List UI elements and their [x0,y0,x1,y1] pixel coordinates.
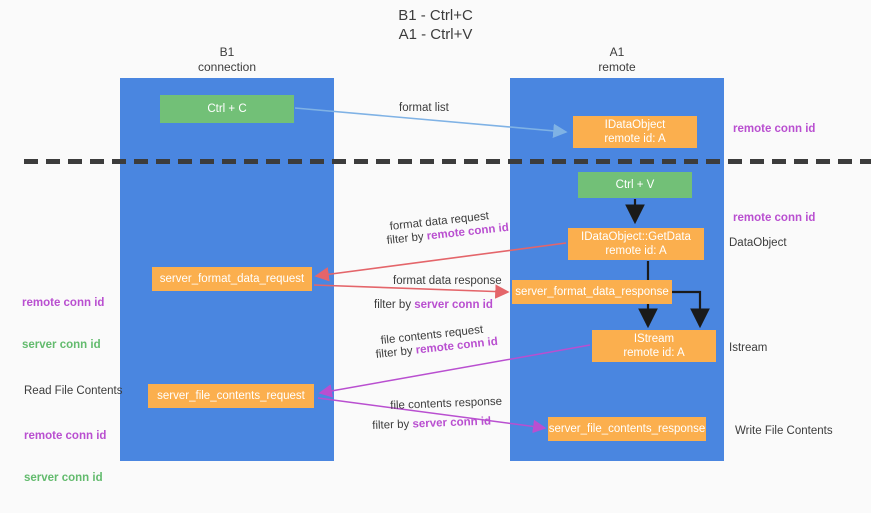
edge-label-format-data-response-filter: filter by server conn id [374,298,493,313]
node-idataobject-getdata[interactable]: IDataObject::GetData remote id: A [568,228,704,260]
filter-prefix: filter by [386,230,428,247]
node-getdata-label: IDataObject::GetData [581,231,691,243]
label-right-istream: Istream [729,342,768,354]
node-getdata-remote-id: remote id: A [605,245,667,257]
lane-header-a1: A1 remote [598,45,636,74]
node-idataobject-remote-id: remote id: A [604,133,666,145]
edge-response-to-istream [672,290,710,329]
node-ctrl-v-label: Ctrl + V [615,179,655,191]
node-idataobject[interactable]: IDataObject remote id: A [573,116,697,148]
node-server-format-data-response-label: server_format_data_response [515,286,669,298]
label-left-server-conn-id-2: server conn id [24,472,103,484]
node-server-file-contents-response[interactable]: server_file_contents_response [548,417,706,441]
node-server-format-data-request-label: server_format_data_request [159,273,305,285]
label-left-read-file-contents: Read File Contents [24,385,123,397]
lane-header-b1: B1 connection [197,45,257,74]
edge-label-format-data-response: format data response [393,275,502,287]
label-right-write-file-contents: Write File Contents [735,425,833,437]
filter-key-server-conn-id: server conn id [412,415,492,431]
title-line-1: B1 - Ctrl+C [398,7,473,24]
filter-prefix: filter by [372,418,413,432]
label-left-conn-ids-bottom: remote conn id server conn id [24,401,106,513]
edge-file-contents-request [318,344,591,398]
label-left-conn-ids-top: remote conn id server conn id [22,268,104,380]
filter-prefix: filter by [375,344,417,361]
filter-prefix: filter by [374,299,415,311]
filter-key-server-conn-id: server conn id [414,299,493,311]
edge-format-list [294,107,568,139]
label-right-remote-conn-id-mid: remote conn id [733,212,816,224]
node-ctrl-v[interactable]: Ctrl + V [578,172,692,198]
edge-file-contents-response [317,397,547,434]
node-istream-label: IStream [633,333,675,345]
page-title: B1 - Ctrl+C A1 - Ctrl+V [0,6,871,44]
node-istream-remote-id: remote id: A [623,347,685,359]
phase-divider [24,159,871,164]
label-right-remote-conn-id-top: remote conn id [733,123,816,135]
label-left-server-conn-id-1: server conn id [22,339,101,351]
connector-layer [294,107,710,434]
node-server-file-contents-request[interactable]: server_file_contents_request [148,384,314,408]
diagram-canvas: B1 - Ctrl+C A1 - Ctrl+V B1 connection A1… [0,6,871,484]
label-right-dataobject: DataObject [729,237,787,249]
title-line-2: A1 - Ctrl+V [398,26,473,43]
edge-format-data-request [314,242,567,282]
node-server-format-data-response[interactable]: server_format_data_response [512,280,672,304]
label-left-remote-conn-id-2: remote conn id [24,430,107,442]
node-ctrl-c[interactable]: Ctrl + C [160,95,294,123]
node-istream[interactable]: IStream remote id: A [592,330,716,362]
node-ctrl-c-label: Ctrl + C [207,103,247,115]
edge-label-format-list: format list [399,102,449,114]
node-server-file-contents-request-label: server_file_contents_request [157,390,305,402]
node-idataobject-label: IDataObject [604,119,666,131]
node-server-format-data-request[interactable]: server_format_data_request [152,267,312,291]
label-left-remote-conn-id-1: remote conn id [22,297,105,309]
edge-format-data-response [313,284,510,299]
node-server-file-contents-response-label: server_file_contents_response [548,423,706,435]
